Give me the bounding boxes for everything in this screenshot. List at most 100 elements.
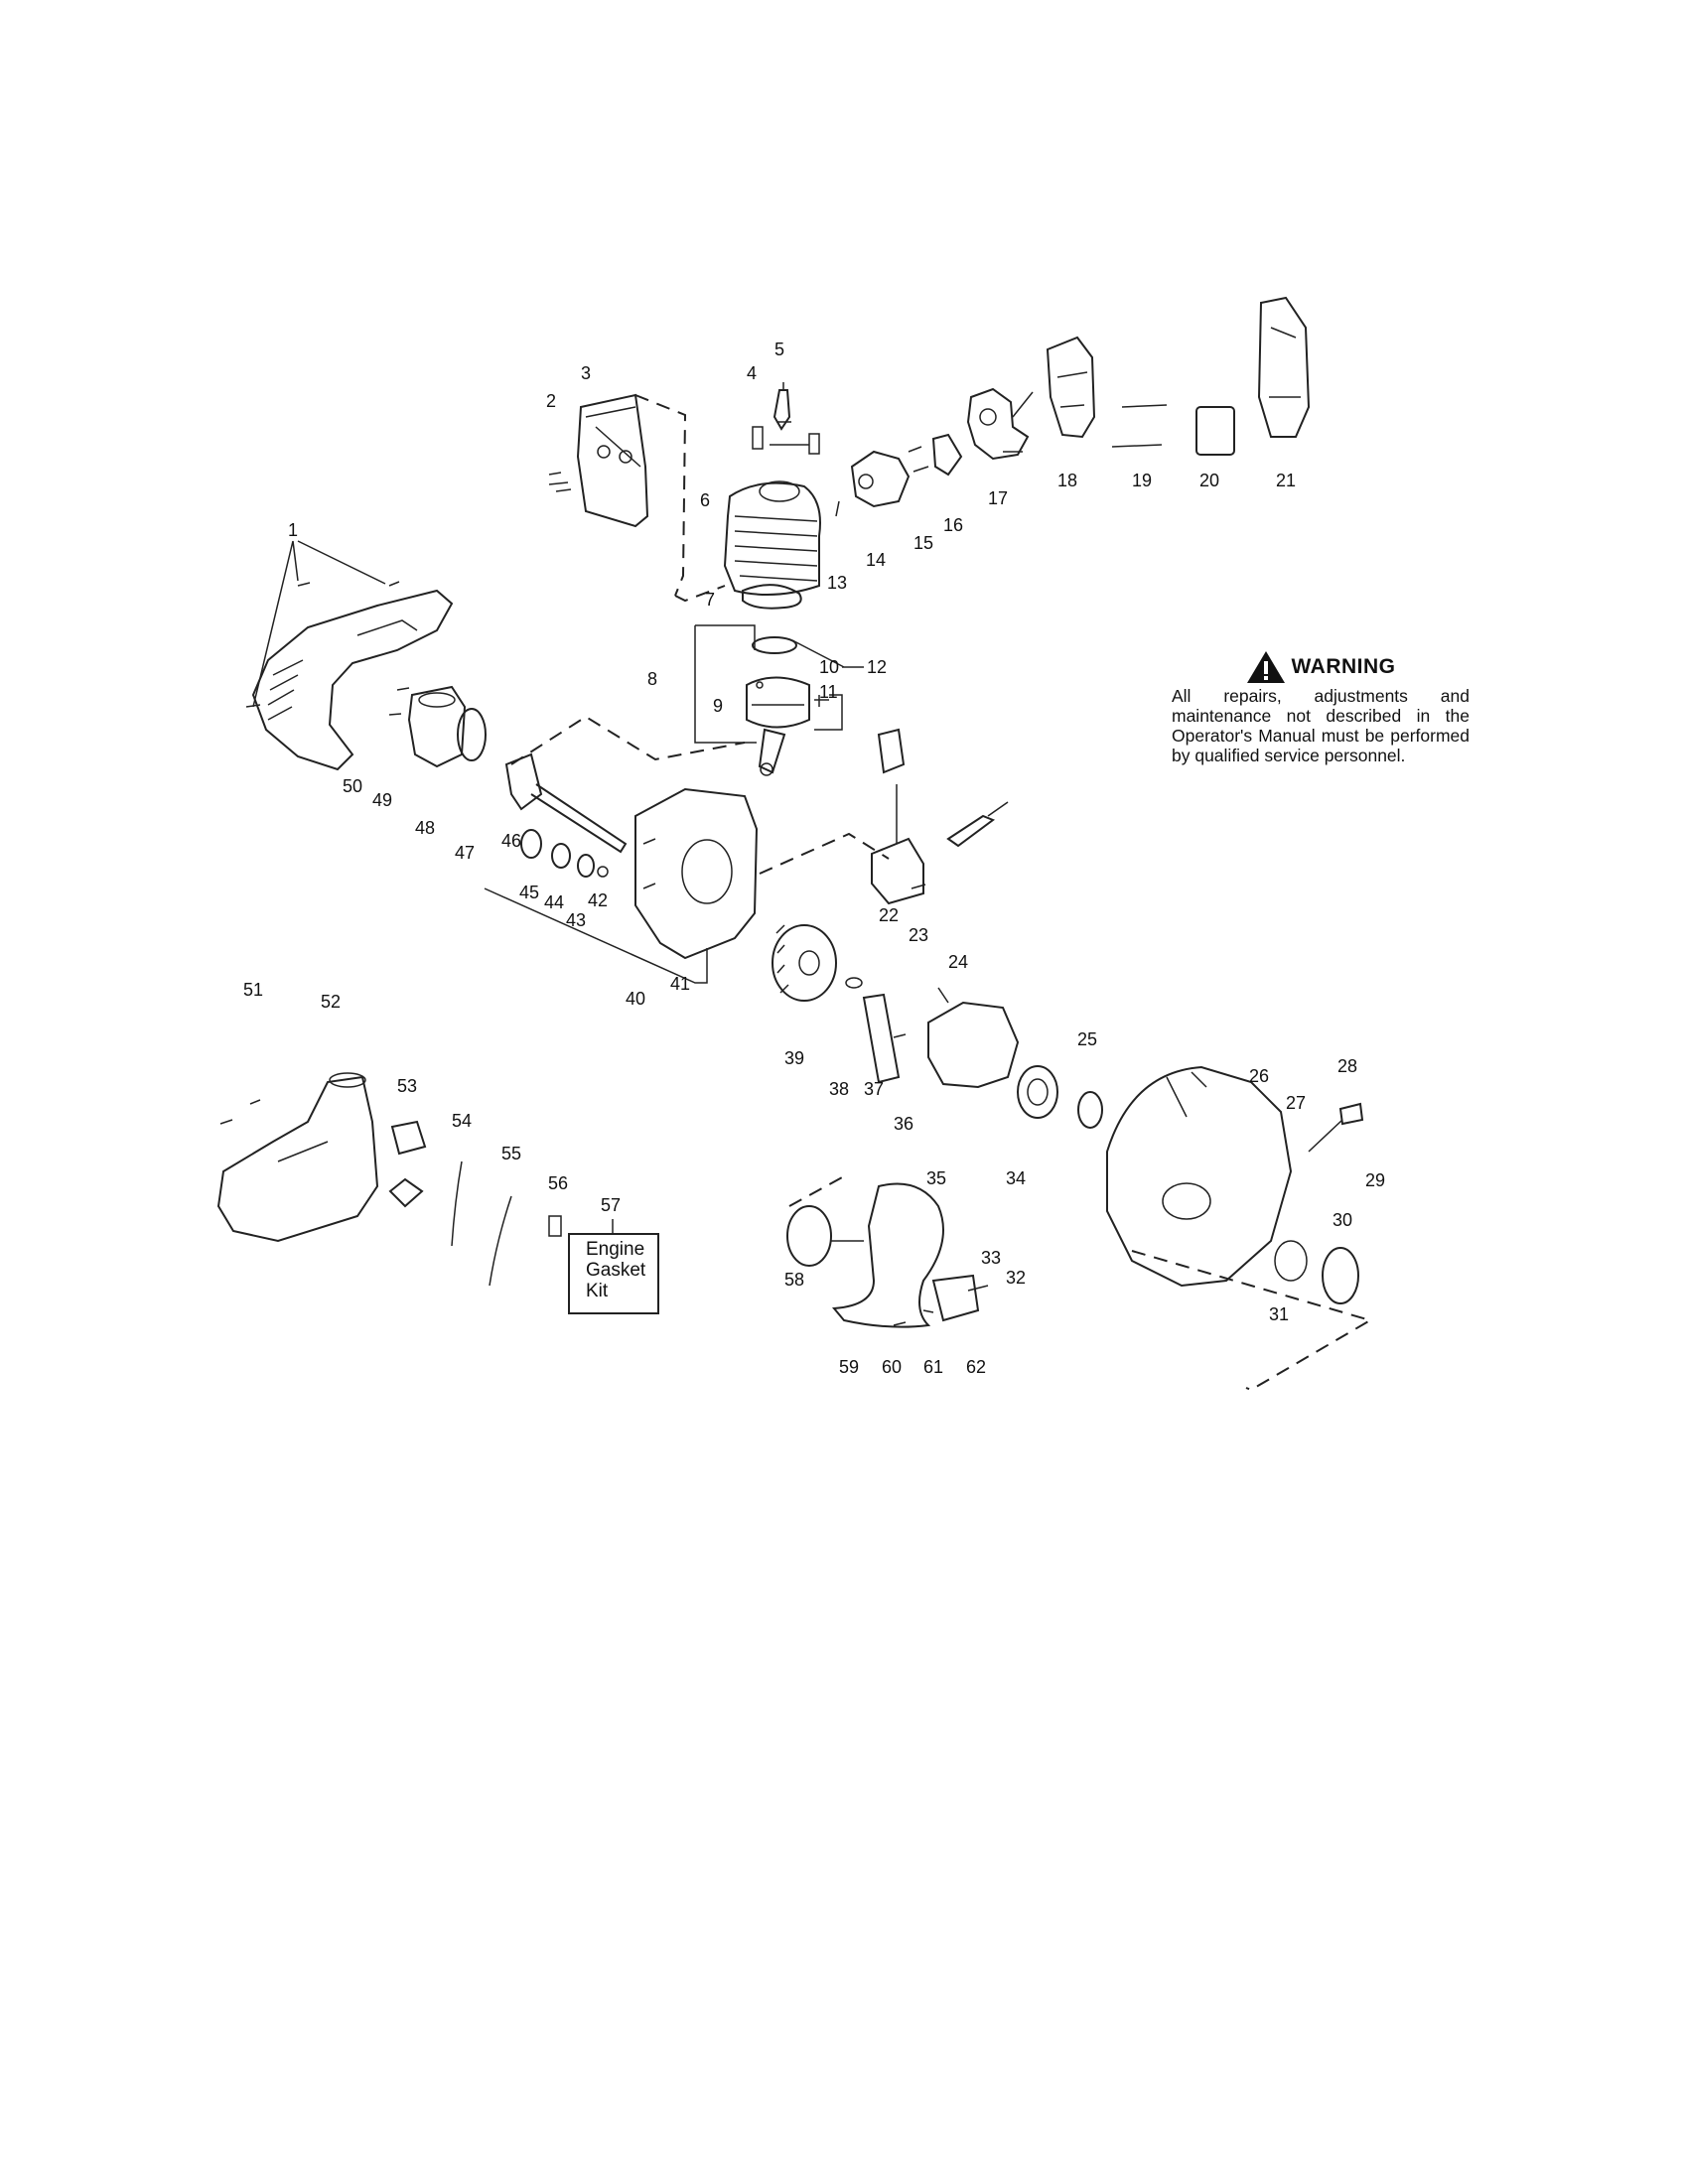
spark-wire-drawing (946, 801, 1009, 848)
studs-4-drawing (752, 426, 820, 455)
screws-2-drawing (548, 472, 572, 492)
label-8: 8 (647, 669, 657, 689)
label-55: 55 (501, 1144, 521, 1163)
carburetor-drawing (966, 387, 1034, 461)
label-52: 52 (321, 992, 341, 1012)
muffler-drawing (407, 685, 467, 768)
label-62: 62 (966, 1357, 986, 1377)
fuel-filter-drawing (548, 1215, 562, 1237)
fuel-lines-drawing (451, 1160, 512, 1287)
screws-23-drawing (911, 884, 926, 889)
label-44: 44 (544, 892, 564, 912)
label-60: 60 (882, 1357, 902, 1377)
label-51: 51 (243, 980, 263, 1000)
label-11: 11 (819, 682, 838, 702)
starter-handle-drawing (1308, 1102, 1364, 1153)
label-12: 12 (867, 657, 887, 677)
screws-36-drawing (893, 1033, 907, 1038)
label-2: 2 (546, 391, 556, 411)
label-50: 50 (343, 776, 362, 796)
warning-triangle-icon (1246, 651, 1285, 683)
label-27: 27 (1286, 1093, 1306, 1113)
spark-plug-drawing (772, 382, 791, 431)
pulley-34-drawing (1017, 1065, 1058, 1119)
warning-text: All repairs, adjustments and maintenance… (1172, 686, 1470, 765)
label-23: 23 (909, 925, 928, 945)
label-16: 16 (943, 515, 963, 535)
connecting-rod-drawing (758, 728, 786, 776)
label-34: 34 (1006, 1168, 1026, 1188)
label-20: 20 (1199, 471, 1219, 490)
shaft-37-drawing (862, 993, 901, 1084)
screws-19-drawing (1111, 404, 1168, 448)
gasket-16-drawing (931, 433, 963, 477)
label-45: 45 (519, 883, 539, 902)
bracket-40 (484, 887, 708, 984)
label-13: 13 (827, 573, 847, 593)
label-17: 17 (988, 488, 1008, 508)
clutch-bracket-drawing (831, 1182, 980, 1328)
label-24: 24 (948, 952, 968, 972)
air-filter-base-drawing (1046, 336, 1096, 439)
label-9: 9 (713, 696, 723, 716)
clutch-drum-drawing (786, 1205, 864, 1267)
label-30: 30 (1333, 1210, 1352, 1230)
bracket-10-12 (791, 639, 864, 731)
label-42: 42 (588, 890, 608, 910)
label-10: 10 (819, 657, 839, 677)
label-5: 5 (774, 340, 784, 359)
kit-line-3: Kit (586, 1281, 609, 1301)
label-37: 37 (864, 1079, 884, 1099)
label-19: 19 (1132, 471, 1152, 490)
screws-60-62-drawing (893, 1285, 989, 1326)
flywheel-drawing (772, 924, 837, 1002)
clutch-drawing (1274, 1240, 1359, 1304)
label-46: 46 (501, 831, 521, 851)
engine-housing-drawing (251, 589, 454, 771)
fuel-cap-drawing (388, 1120, 427, 1208)
label-49: 49 (372, 790, 392, 810)
label-59: 59 (839, 1357, 859, 1377)
dashed-crank-rod (510, 715, 746, 765)
label-54: 54 (452, 1111, 472, 1131)
label-43: 43 (566, 910, 586, 930)
label-29: 29 (1365, 1170, 1385, 1190)
washer-25-drawing (1077, 1091, 1103, 1129)
gasket-7-drawing (742, 584, 802, 610)
label-22: 22 (879, 905, 899, 925)
label-25: 25 (1077, 1029, 1097, 1049)
intake-drawing (835, 450, 911, 517)
label-4: 4 (747, 363, 757, 383)
bearings-drawing (520, 829, 609, 878)
piston-drawing (746, 636, 829, 729)
cylinder-drawing (723, 480, 821, 596)
kit-line-2: Gasket (586, 1260, 646, 1281)
label-1: 1 (288, 520, 298, 540)
label-36: 36 (894, 1114, 913, 1134)
washer-38-drawing (845, 977, 863, 989)
label-18: 18 (1057, 471, 1077, 490)
label-41: 41 (670, 974, 690, 994)
air-filter-drawing (1195, 406, 1235, 456)
cylinder-cover-drawing (576, 393, 649, 528)
label-26: 26 (1249, 1066, 1269, 1086)
crankcase-drawing (634, 787, 759, 960)
warning-notice: WARNING All repairs, adjustments and mai… (1172, 650, 1470, 765)
label-39: 39 (784, 1048, 804, 1068)
label-28: 28 (1337, 1056, 1357, 1076)
label-56: 56 (548, 1173, 568, 1193)
label-58: 58 (784, 1270, 804, 1290)
label-38: 38 (829, 1079, 849, 1099)
screws-1-drawing (245, 581, 400, 708)
kit-line-1: Engine (586, 1239, 645, 1260)
label-21: 21 (1276, 471, 1296, 490)
label-7: 7 (705, 590, 715, 610)
label-3: 3 (581, 363, 591, 383)
label-31: 31 (1269, 1304, 1289, 1324)
screws-51-drawing (219, 1099, 261, 1125)
label-6: 6 (700, 490, 710, 510)
fuel-tank-drawing (216, 1072, 379, 1243)
ignition-module-drawing (871, 728, 924, 905)
label-40: 40 (626, 989, 645, 1009)
